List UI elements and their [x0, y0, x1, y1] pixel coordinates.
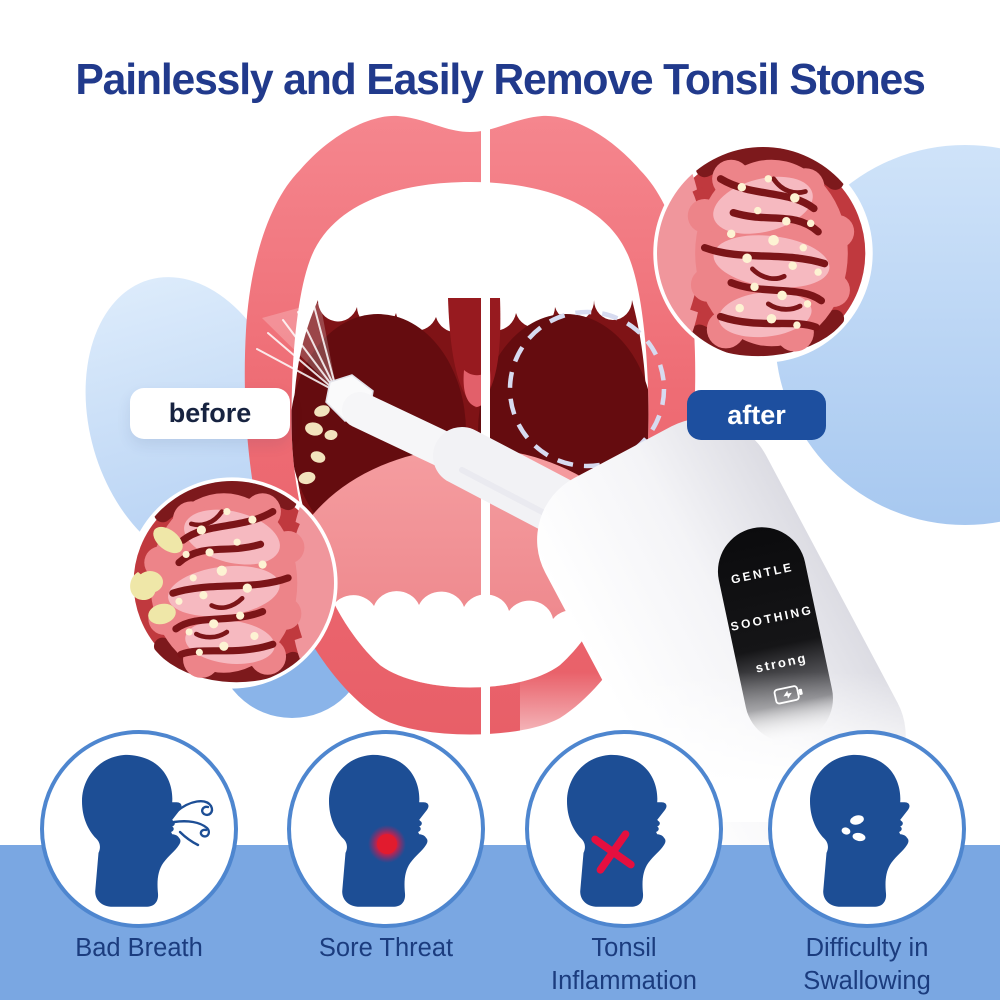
head-bad-breath-icon: [40, 730, 238, 928]
sore-spot: [377, 834, 397, 854]
after-label: after: [727, 399, 786, 430]
head-swallowing-icon: [768, 730, 966, 928]
symptom-band: [0, 730, 1000, 1000]
water-spray: [256, 302, 338, 393]
stone-particles-icon: [841, 815, 866, 842]
head-tonsil-inflammation-icon: [525, 730, 723, 928]
symptom-label-sore-throat: Sore Threat: [318, 934, 454, 962]
after-label-pill: after: [687, 390, 826, 440]
before-label: before: [168, 398, 252, 428]
tonsil-inset-before: [130, 481, 350, 685]
head-sore-throat-icon: [287, 730, 485, 928]
lower-teeth: [330, 591, 608, 688]
before-label-pill: before: [130, 388, 290, 439]
breath-swirl-icon: [172, 800, 214, 847]
red-x-icon: [591, 830, 635, 874]
tonsil-stones-popping-out: [130, 526, 183, 625]
dislodged-stones: [298, 405, 338, 485]
after-highlight-dashed-circle: [507, 309, 667, 469]
page-title: Painlessly and Easily Remove Tonsil Ston…: [75, 55, 925, 105]
symptom-label-bad-breath: Bad Breath: [75, 934, 203, 962]
